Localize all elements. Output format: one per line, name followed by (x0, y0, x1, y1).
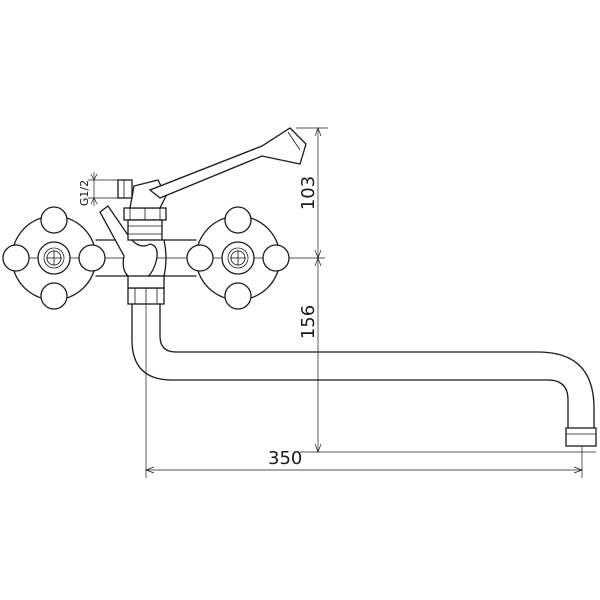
dimension-thread (88, 172, 120, 206)
dimension-156 (300, 257, 596, 453)
inner-lever (99, 205, 158, 281)
dimension-label-thread: G1/2 (78, 180, 91, 206)
dimension-350 (145, 304, 583, 478)
left-cross-handle (2, 206, 106, 310)
dimension-label-156: 156 (298, 305, 319, 339)
dimension-label-103: 103 (298, 176, 319, 210)
spout (127, 275, 597, 447)
top-valve-assembly (117, 179, 167, 241)
lever-handle (148, 127, 307, 199)
dimension-label-350: 350 (268, 448, 302, 469)
right-cross-handle (186, 206, 290, 310)
